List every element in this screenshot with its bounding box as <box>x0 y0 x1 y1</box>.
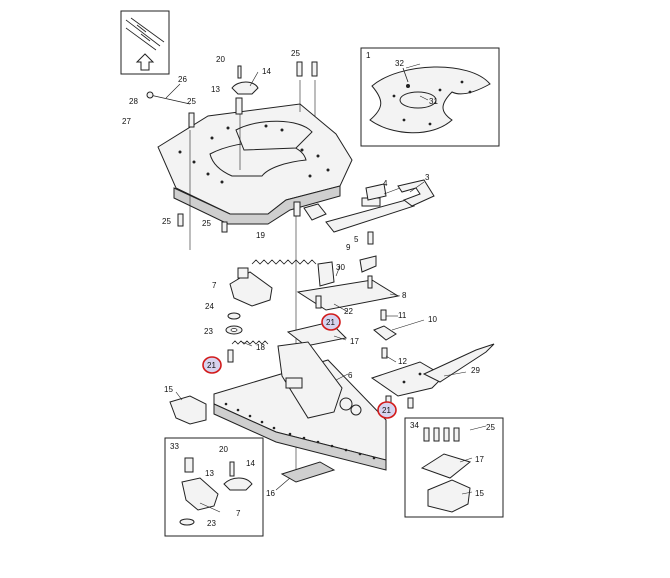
callout-13-inset: 13 <box>205 469 214 478</box>
inset-box-kit-1 <box>360 47 500 147</box>
inset-box-kit-34 <box>404 417 504 518</box>
spring-19 <box>251 259 317 265</box>
bolt-set <box>423 427 460 442</box>
top-fasteners <box>146 61 318 250</box>
callout-25-mid: 25 <box>162 217 171 226</box>
callout-26: 26 <box>178 75 187 84</box>
washer-11-bolt-12 <box>373 309 397 359</box>
highlight-21-c[interactable] <box>377 401 397 419</box>
callout-14: 14 <box>262 67 271 76</box>
top-plate-assembly <box>157 103 353 225</box>
callout-25-top: 25 <box>291 49 300 58</box>
callout-7: 7 <box>212 281 217 290</box>
base-frame <box>213 341 387 471</box>
callout-25-low: 25 <box>202 219 211 228</box>
pivot-bracket-15 <box>169 395 207 425</box>
callout-23: 23 <box>204 327 213 336</box>
callout-23-inset: 23 <box>207 519 216 528</box>
callout-labels: 1 32 31 26 28 27 20 14 13 25 25 25 25 4 … <box>122 49 495 528</box>
callout-10: 10 <box>428 315 437 324</box>
callout-9: 9 <box>346 243 351 252</box>
callout-13: 13 <box>211 85 220 94</box>
lock-jaw <box>229 267 273 307</box>
callout-27: 27 <box>122 117 131 126</box>
callout-21-a: 21 <box>326 318 335 327</box>
orientation-box <box>120 10 170 75</box>
callout-20: 20 <box>216 55 225 64</box>
center-pin <box>293 201 327 470</box>
frame-holes <box>224 402 376 460</box>
callout-30: 30 <box>336 263 345 272</box>
bracket-assembly <box>296 255 400 311</box>
callout-17: 17 <box>350 337 359 346</box>
callout-5: 5 <box>354 235 359 244</box>
highlight-21-a[interactable] <box>321 313 341 331</box>
callout-28: 28 <box>129 97 138 106</box>
callout-15-inset: 15 <box>475 489 484 498</box>
callout-16: 16 <box>266 489 275 498</box>
callout-15: 15 <box>164 385 173 394</box>
linkage-plate <box>370 343 495 409</box>
callout-29: 29 <box>471 366 480 375</box>
release-handle <box>325 179 435 245</box>
callout-1: 1 <box>366 51 371 60</box>
callout-14-inset: 14 <box>246 459 255 468</box>
leader-lines <box>165 63 487 495</box>
callout-20-inset: 20 <box>219 445 228 454</box>
callout-31: 31 <box>429 97 438 106</box>
callout-11: 11 <box>398 311 407 320</box>
inset-box-kit-33 <box>164 437 264 537</box>
callout-32: 32 <box>395 59 404 68</box>
highlight-21-b[interactable] <box>202 356 222 374</box>
washer-and-bolt <box>225 312 243 335</box>
arrow-up-icon <box>135 53 155 71</box>
callout-21-b: 21 <box>207 361 216 370</box>
orientation-sketch-icon <box>125 17 165 51</box>
callout-24: 24 <box>205 302 214 311</box>
callout-34: 34 <box>410 421 419 430</box>
bolt-21-left <box>227 349 234 363</box>
spring-18 <box>231 340 269 345</box>
callout-21-c: 21 <box>382 406 391 415</box>
callout-12: 12 <box>398 357 407 366</box>
callout-25-inset: 25 <box>486 423 495 432</box>
callout-6: 6 <box>348 371 353 380</box>
callout-3: 3 <box>425 173 430 182</box>
highlight-markers <box>202 313 397 419</box>
bar-16 <box>280 461 336 483</box>
callout-8: 8 <box>402 291 407 300</box>
callout-33: 33 <box>170 442 179 451</box>
callout-25-left: 25 <box>187 97 196 106</box>
callout-17-inset: 17 <box>475 455 484 464</box>
callout-22: 22 <box>344 307 353 316</box>
callout-7-inset: 7 <box>236 509 241 518</box>
callout-18: 18 <box>256 343 265 352</box>
callout-19: 19 <box>256 231 265 240</box>
callout-4: 4 <box>383 179 388 188</box>
plate-holes <box>178 124 330 184</box>
